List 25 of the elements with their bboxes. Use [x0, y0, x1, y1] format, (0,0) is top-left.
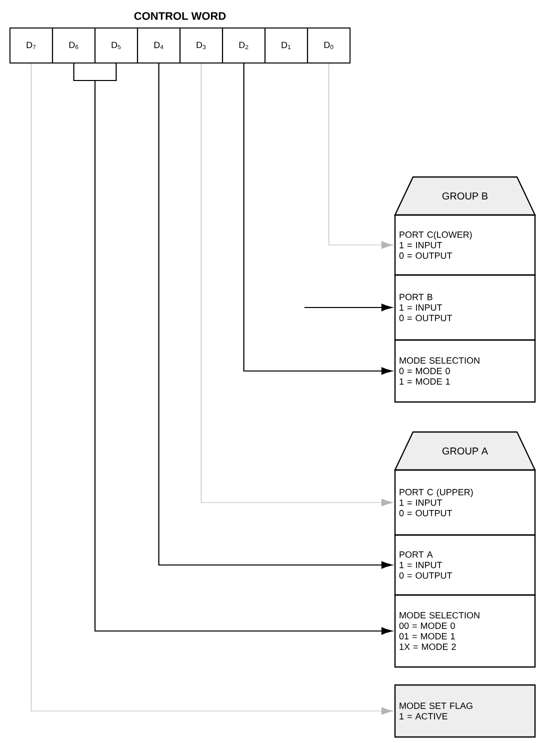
bit-cell: D$_{4}$ [137, 28, 181, 64]
function-box: PORT C(LOWER) 1 = INPUT 0 = OUTPUT [394, 214, 536, 276]
group-header: GROUP A [394, 431, 536, 471]
group-header: GROUP B [394, 176, 536, 216]
bit-cell: D$_{5}$ [94, 28, 138, 64]
title: CONTROL WORD [134, 12, 226, 20]
arrow [200, 63, 394, 506]
bit-cell: D$_{1}$ [264, 28, 308, 64]
arrow [158, 64, 392, 569]
arrow [328, 63, 394, 249]
function-box: PORT B 1 = INPUT 0 = OUTPUT [394, 274, 536, 341]
bit-cell: D$_{2}$ [222, 28, 266, 64]
arrow [304, 304, 392, 312]
bit-cell: D$_{0}$ [307, 28, 351, 64]
arrow [243, 64, 392, 375]
bit-cell: D$_{7}$ [9, 28, 53, 64]
function-box: MODE SELECTION 00 = MODE 0 01 = MODE 1 1X = MODE 2 [394, 594, 536, 668]
bit-cell: D$_{6}$ [52, 28, 96, 64]
flag-box: MODE SET FLAG 1 = ACTIVE [394, 684, 536, 738]
function-box: PORT A 1 = INPUT 0 = OUTPUT [394, 534, 536, 596]
function-box: MODE SELECTION 0 = MODE 0 1 = MODE 1 [394, 339, 536, 403]
bit-cell: D$_{3}$ [179, 28, 223, 64]
arrow [30, 63, 394, 715]
arrow [73, 62, 392, 635]
function-box: PORT C (UPPER) 1 = INPUT 0 = OUTPUT [394, 469, 536, 536]
